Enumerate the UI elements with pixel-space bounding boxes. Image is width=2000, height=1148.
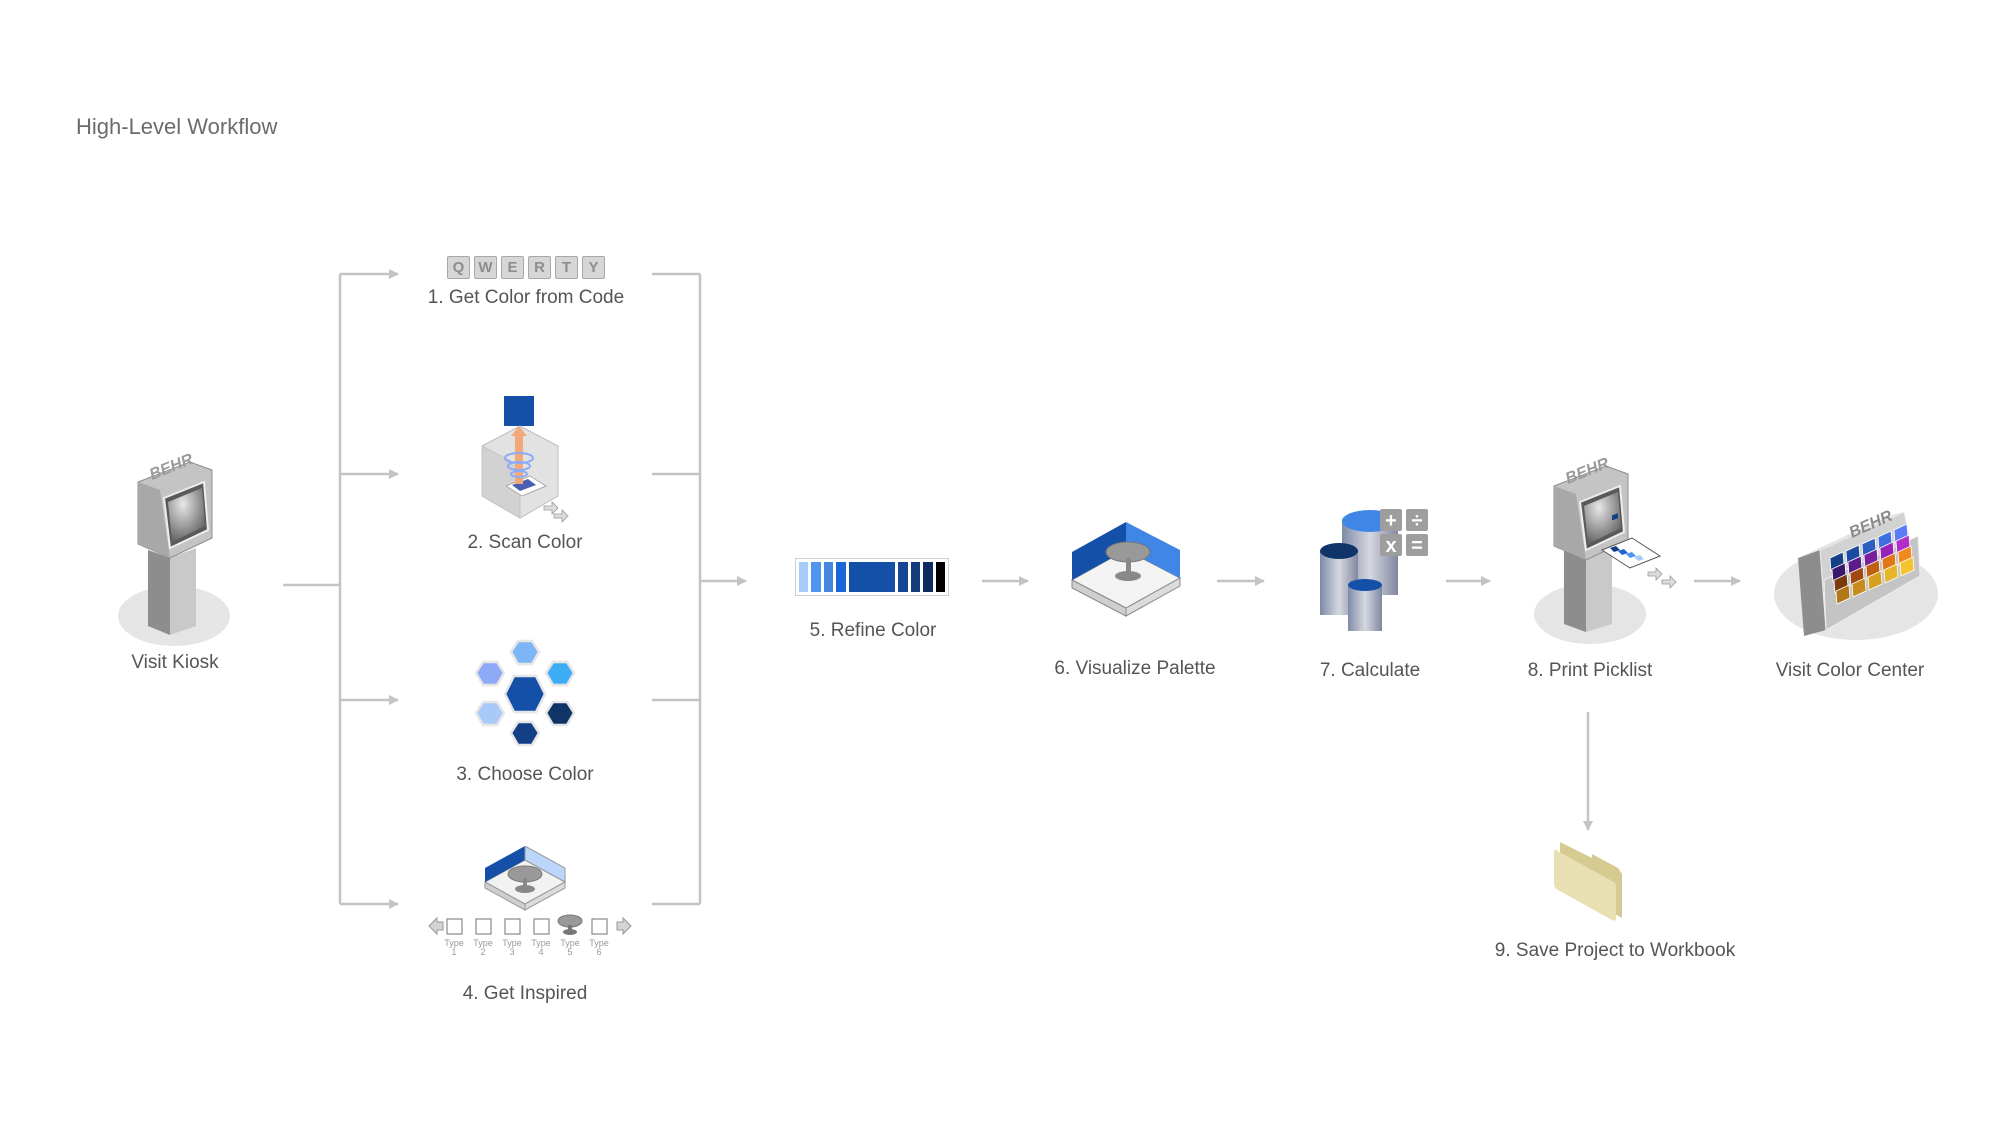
swatch-hexagon [544, 660, 576, 687]
type-number: 1 [451, 947, 456, 957]
type-label: Type [473, 938, 493, 948]
key: E [501, 256, 524, 279]
swatch-hexagon [509, 639, 541, 666]
type-number: 2 [480, 947, 485, 957]
type-number: 6 [596, 947, 601, 957]
color-strip-swatch [910, 562, 921, 592]
node-label: 8. Print Picklist [1527, 660, 1653, 681]
node-visit-color-center[interactable]: Visit Color Center [1760, 660, 1940, 682]
op-divide: ÷ [1412, 510, 1423, 532]
key: Q [447, 256, 470, 279]
paint-chip [1899, 556, 1915, 577]
node-calculate[interactable]: 7. Calculate [1290, 660, 1450, 682]
color-strip-swatch [823, 562, 834, 592]
swatch-hexagon [474, 660, 506, 687]
node-label: 7. Calculate [1319, 660, 1421, 681]
color-strip-swatch [811, 562, 821, 592]
node-print-picklist[interactable]: 8. Print Picklist [1510, 660, 1670, 682]
room-types-icon: Type 1 Type 2 Type 3 Type 4 Type 5 Type … [428, 846, 632, 957]
color-strip-swatch [848, 562, 896, 592]
node-scan-color[interactable]: 2. Scan Color [440, 532, 610, 554]
folder-icon [1554, 842, 1622, 921]
type-number: 3 [509, 947, 514, 957]
color-strip-swatch [898, 562, 908, 592]
node-get-color-from-code[interactable]: Q W E R T Y 1. Get Color from Code [410, 256, 642, 309]
color-strip-swatch [935, 562, 946, 592]
swatch-hexagon [474, 700, 506, 727]
node-label: 9. Save Project to Workbook [1494, 940, 1736, 961]
swatch-hexagon [503, 674, 547, 714]
calculator-icon: + ÷ x = [1320, 509, 1428, 631]
paint-chip [1883, 563, 1899, 584]
key: Y [582, 256, 605, 279]
key: W [474, 256, 497, 279]
color-strip-swatch [836, 562, 846, 592]
swatch-hexagon [509, 720, 541, 747]
color-strip-icon [795, 558, 949, 596]
node-refine-color[interactable]: 5. Refine Color [790, 620, 956, 642]
room-visualize-icon [1070, 522, 1182, 617]
scanner-icon [481, 396, 569, 523]
qwerty-keys-icon: Q W E R T Y [447, 256, 605, 279]
paint-chip [1851, 577, 1867, 598]
color-hexagons-icon [474, 639, 576, 747]
node-label: 5. Refine Color [809, 620, 937, 641]
kiosk-print-icon: BEHR [1534, 455, 1677, 644]
node-visit-kiosk[interactable]: Visit Kiosk [105, 652, 245, 674]
node-save-project-to-workbook[interactable]: 9. Save Project to Workbook [1470, 940, 1760, 962]
node-choose-color[interactable]: 3. Choose Color [440, 764, 610, 786]
node-label: Visit Kiosk [131, 652, 219, 673]
kiosk-icon: BEHR [118, 451, 230, 646]
type-number: 5 [567, 947, 572, 957]
color-strip-swatch [923, 562, 933, 592]
paint-chip [1835, 584, 1851, 605]
color-center-icon: BEHR [1774, 508, 1938, 640]
paint-chip [1867, 570, 1883, 591]
op-plus: + [1385, 510, 1397, 532]
op-multiply: x [1385, 535, 1396, 557]
key: R [528, 256, 551, 279]
node-label: 2. Scan Color [467, 532, 583, 553]
color-strip-swatch [799, 562, 809, 592]
op-equals: = [1411, 535, 1423, 557]
page-title: High-Level Workflow [76, 114, 278, 139]
type-label: Type [444, 938, 464, 948]
node-label: Visit Color Center [1775, 660, 1925, 681]
type-number: 4 [538, 947, 543, 957]
node-get-inspired[interactable]: 4. Get Inspired [440, 983, 610, 1005]
type-label: Type [531, 938, 551, 948]
node-label: 3. Choose Color [456, 764, 594, 785]
type-label: Type [502, 938, 522, 948]
node-label: 6. Visualize Palette [1054, 658, 1216, 679]
swatch-hexagon [544, 700, 576, 727]
node-label: 4. Get Inspired [462, 983, 588, 1004]
node-visualize-palette[interactable]: 6. Visualize Palette [1050, 658, 1220, 680]
type-label: Type [560, 938, 580, 948]
node-label: 1. Get Color from Code [427, 287, 625, 308]
type-label: Type [589, 938, 609, 948]
key: T [555, 256, 578, 279]
